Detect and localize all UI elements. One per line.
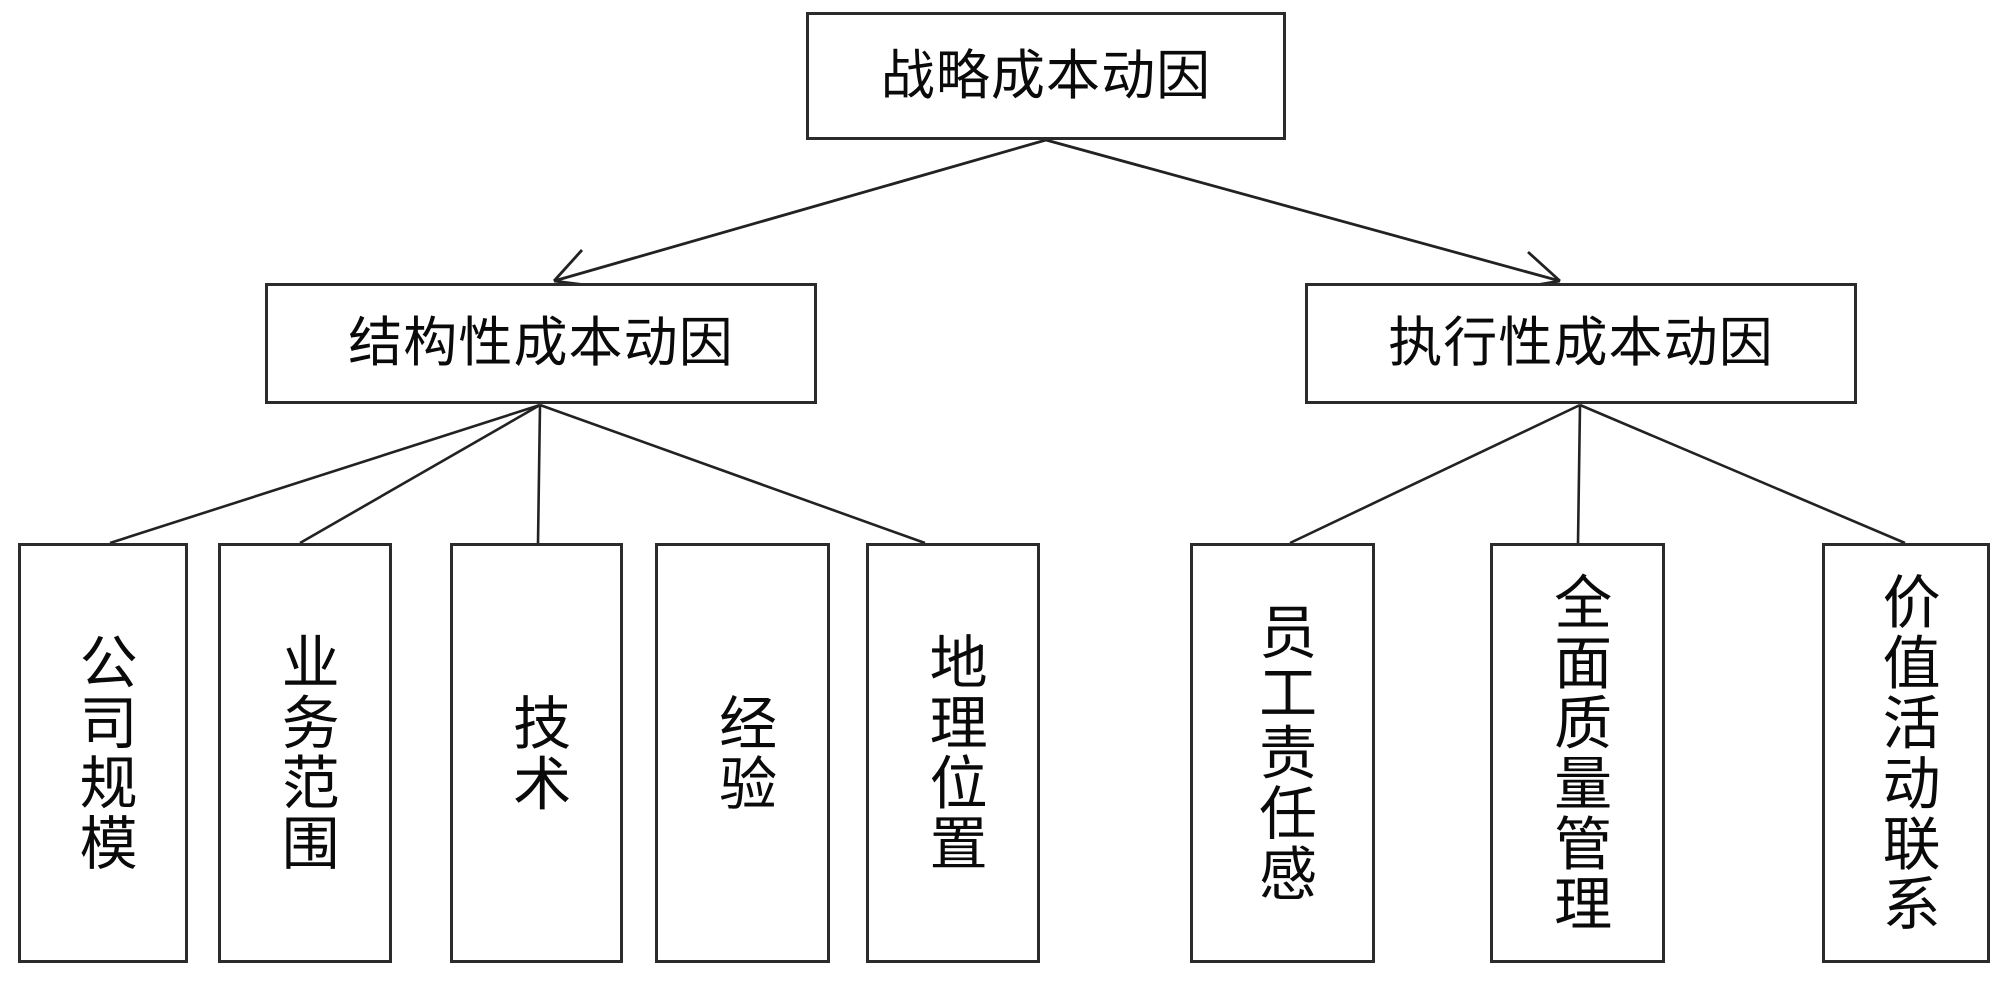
node-structural-cost-drivers: 结构性成本动因: [265, 283, 817, 404]
node-geographic-location-label: 地理位置: [919, 632, 988, 874]
node-structural-cost-drivers-label: 结构性成本动因: [348, 311, 734, 375]
node-root-label: 战略成本动因: [880, 43, 1212, 107]
node-total-quality-management: 全面质量管理: [1490, 543, 1665, 963]
arrowhead-structural: [552, 249, 595, 288]
edge-executional-to-total-quality-management: [1576, 404, 1582, 544]
node-company-scale: 公司规模: [18, 543, 188, 963]
node-business-scope: 业务范围: [218, 543, 392, 963]
edge-root-to-structural: [553, 138, 1047, 283]
node-business-scope-label: 业务范围: [271, 632, 340, 874]
node-employee-responsibility: 员工责任感: [1190, 543, 1375, 963]
node-value-activity-linkage: 价值活动联系: [1822, 543, 1990, 963]
node-executional-cost-drivers-label: 执行性成本动因: [1388, 311, 1774, 375]
node-experience: 经验: [655, 543, 830, 963]
node-value-activity-linkage-label: 价值活动联系: [1872, 572, 1941, 934]
node-root: 战略成本动因: [806, 12, 1286, 140]
node-executional-cost-drivers: 执行性成本动因: [1305, 283, 1857, 404]
edge-structural-to-technology: [536, 404, 542, 544]
edge-structural-to-company-scale: [109, 403, 541, 545]
node-geographic-location: 地理位置: [866, 543, 1040, 963]
edge-executional-to-employee-responsibility: [1289, 403, 1581, 545]
edge-structural-to-business-scope: [299, 403, 541, 545]
node-employee-responsibility-label: 员工责任感: [1249, 602, 1318, 904]
edge-executional-to-value-activity-linkage: [1579, 403, 1906, 545]
node-technology-label: 技术: [503, 692, 572, 814]
node-total-quality-management-label: 全面质量管理: [1544, 572, 1613, 934]
node-technology: 技术: [450, 543, 623, 963]
edge-root-to-executional: [1045, 138, 1561, 283]
node-experience-label: 经验: [709, 692, 778, 814]
edge-structural-to-geographic-location: [539, 403, 926, 545]
node-company-scale-label: 公司规模: [69, 632, 138, 874]
